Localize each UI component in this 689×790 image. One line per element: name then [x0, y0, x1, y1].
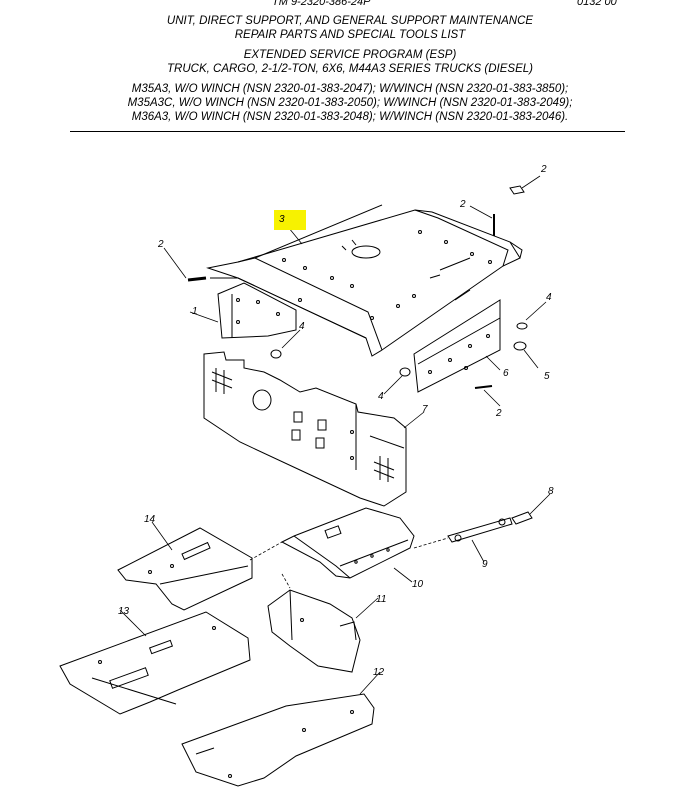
program-line: EXTENDED SERVICE PROGRAM (ESP) — [243, 49, 457, 61]
callout-6: 6 — [503, 368, 509, 379]
callout-4: 4 — [546, 292, 552, 303]
callout-1: 1 — [192, 306, 198, 317]
part-13-floor-plate — [59, 611, 251, 715]
callout-2: 2 — [157, 239, 164, 250]
part-3-top-cover — [206, 204, 523, 357]
callout-8: 8 — [548, 486, 554, 497]
title-line: REPAIR PARTS AND SPECIAL TOOLS LIST — [234, 29, 466, 41]
model-line: M35A3C, W/O WINCH (NSN 2320-01-383-2050)… — [127, 97, 573, 109]
part-8-bolt — [511, 511, 533, 525]
callout-5: 5 — [544, 371, 550, 382]
title-line: UNIT, DIRECT SUPPORT, AND GENERAL SUPPOR… — [166, 15, 534, 27]
tm-number: TM 9-2320-386-24P — [272, 0, 371, 8]
header-top-strip: TM 9-2320-386-24P 0132 00 — [0, 0, 689, 14]
callout-11: 11 — [376, 594, 386, 605]
callout-2: 2 — [459, 199, 466, 210]
part-10-floor-pan — [280, 507, 415, 579]
part-11-bracket — [267, 589, 361, 673]
hardware-parts — [187, 185, 528, 389]
callout-12: 12 — [373, 667, 385, 678]
callout-3: 3 — [279, 214, 285, 225]
program-line: TRUCK, CARGO, 2-1/2-TON, 6X6, M44A3 SERI… — [167, 63, 533, 75]
callout-4: 4 — [378, 391, 384, 402]
callout-13: 13 — [118, 606, 130, 617]
callout-labels: 1 2 2 2 2 3 4 4 4 5 6 7 8 9 10 11 12 13 … — [118, 164, 554, 678]
callout-9: 9 — [482, 559, 488, 570]
part-1-left-panel — [217, 282, 297, 339]
model-line: M36A3, W/O WINCH (NSN 2320-01-383-2048);… — [131, 111, 569, 123]
callout-10: 10 — [412, 579, 424, 590]
part-14-floor-plate — [117, 527, 253, 611]
work-package-number: 0132 00 — [577, 0, 617, 8]
header-divider — [70, 131, 625, 132]
model-line: M35A3, W/O WINCH (NSN 2320-01-383-2047);… — [131, 83, 569, 95]
callout-2: 2 — [540, 164, 547, 175]
callout-7: 7 — [422, 404, 428, 415]
part-12-bottom-plate — [181, 693, 375, 787]
callout-14: 14 — [144, 514, 156, 525]
part-7-front-panel — [203, 351, 407, 507]
callout-4: 4 — [299, 321, 305, 332]
leader-lines — [119, 175, 551, 695]
document-header: UNIT, DIRECT SUPPORT, AND GENERAL SUPPOR… — [70, 14, 630, 124]
part-6-right-panel — [413, 299, 501, 393]
exploded-parts-diagram: 1 2 2 2 2 3 4 4 4 5 6 7 8 9 10 11 12 13 … — [59, 164, 554, 787]
callout-2: 2 — [495, 408, 502, 419]
callout-3-highlight — [274, 210, 306, 230]
part-9-rod — [447, 517, 513, 543]
